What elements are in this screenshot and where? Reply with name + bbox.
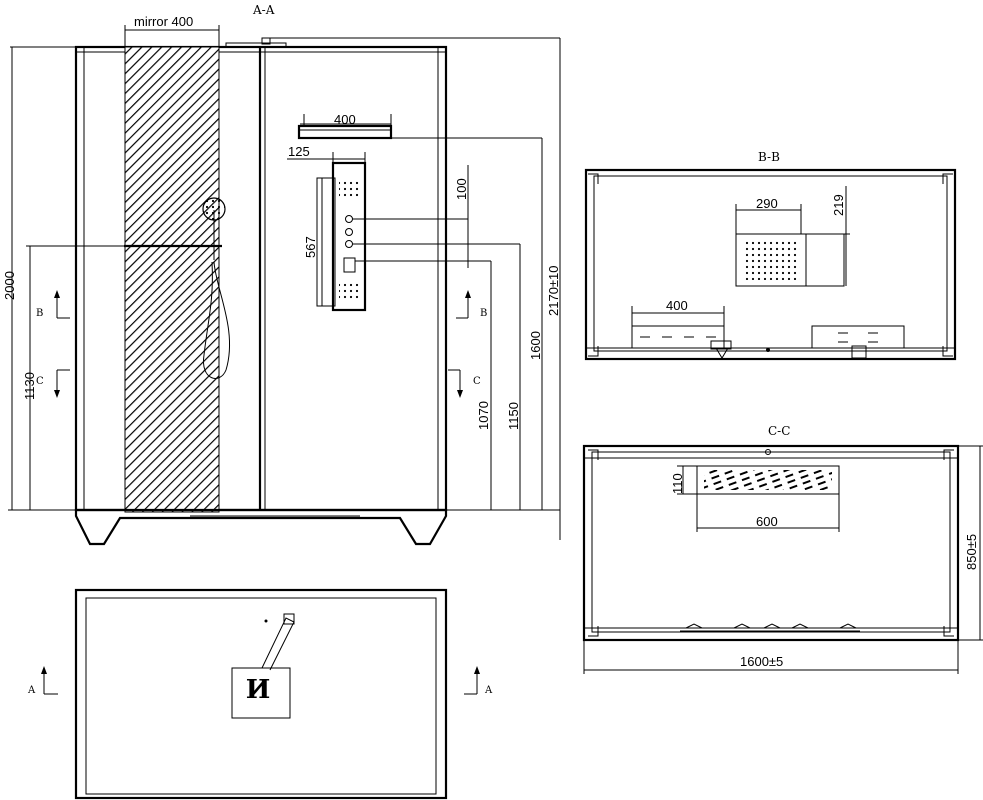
- control-display: [343, 257, 356, 273]
- dim-1150: 1150: [506, 402, 521, 430]
- shower-tray: [74, 508, 448, 546]
- dim-219: 219: [831, 194, 846, 216]
- view-bb-title: B-B: [758, 150, 780, 164]
- cc-frame: [582, 444, 960, 642]
- view-plan: И A A: [27, 588, 493, 800]
- shelf: [696, 465, 840, 495]
- dim-400-top: 400: [334, 112, 356, 127]
- shower-hose: [203, 261, 230, 379]
- view-bb: B-B 290 219 400: [584, 150, 957, 361]
- dim-1600: 1600: [528, 331, 543, 360]
- drain-glyph: И: [246, 675, 271, 705]
- svg-text:C: C: [36, 376, 44, 387]
- svg-text:A: A: [484, 685, 493, 696]
- dim-600: 600: [756, 514, 778, 529]
- view-cc-title: C-C: [768, 424, 790, 438]
- dim-125: 125: [288, 144, 310, 159]
- hand-shower-head-icon: [202, 197, 226, 221]
- cabinet: [811, 325, 905, 349]
- dim-290: 290: [756, 196, 778, 211]
- mirror-label: mirror 400: [134, 14, 193, 29]
- view-aa: A-A mirror 400 400: [2, 3, 561, 546]
- dim-400-seat: 400: [666, 298, 688, 313]
- dim-110: 110: [670, 473, 685, 494]
- seat: [631, 325, 725, 349]
- view-aa-title: A-A: [252, 3, 275, 17]
- dim-1600-width: 1600±5: [740, 654, 783, 669]
- section-marker-c-right: C: [448, 369, 481, 398]
- view-cc: C-C 110 600 850±5: [582, 424, 983, 674]
- svg-text:B: B: [480, 308, 487, 319]
- control-column: [331, 161, 367, 312]
- control-knob-3: [345, 240, 353, 248]
- control-knob-1: [345, 215, 353, 223]
- dim-1070: 1070: [476, 401, 491, 430]
- bb-frame: [584, 168, 957, 361]
- svg-text:B: B: [36, 308, 43, 319]
- dim-2000: 2000: [2, 271, 17, 300]
- dim-1130: 1130: [22, 372, 37, 400]
- dim-100: 100: [454, 178, 469, 200]
- drain-box: [231, 667, 291, 719]
- section-marker-b-right: B: [456, 290, 487, 319]
- control-knob-2: [345, 228, 353, 236]
- overhead-shower-panel: [297, 124, 393, 140]
- dim-850: 850±5: [964, 534, 979, 570]
- section-marker-a-left: A: [27, 666, 58, 696]
- section-marker-a-right: A: [464, 666, 493, 696]
- svg-text:C: C: [473, 376, 481, 387]
- mirror-hatch: [124, 46, 220, 513]
- section-marker-c-left: C: [36, 369, 70, 398]
- svg-text:A: A: [27, 685, 36, 696]
- dim-567: 567: [303, 236, 318, 258]
- section-marker-b-left: B: [36, 290, 70, 319]
- dim-2170: 2170±10: [546, 265, 561, 316]
- tray-outline: [74, 588, 448, 800]
